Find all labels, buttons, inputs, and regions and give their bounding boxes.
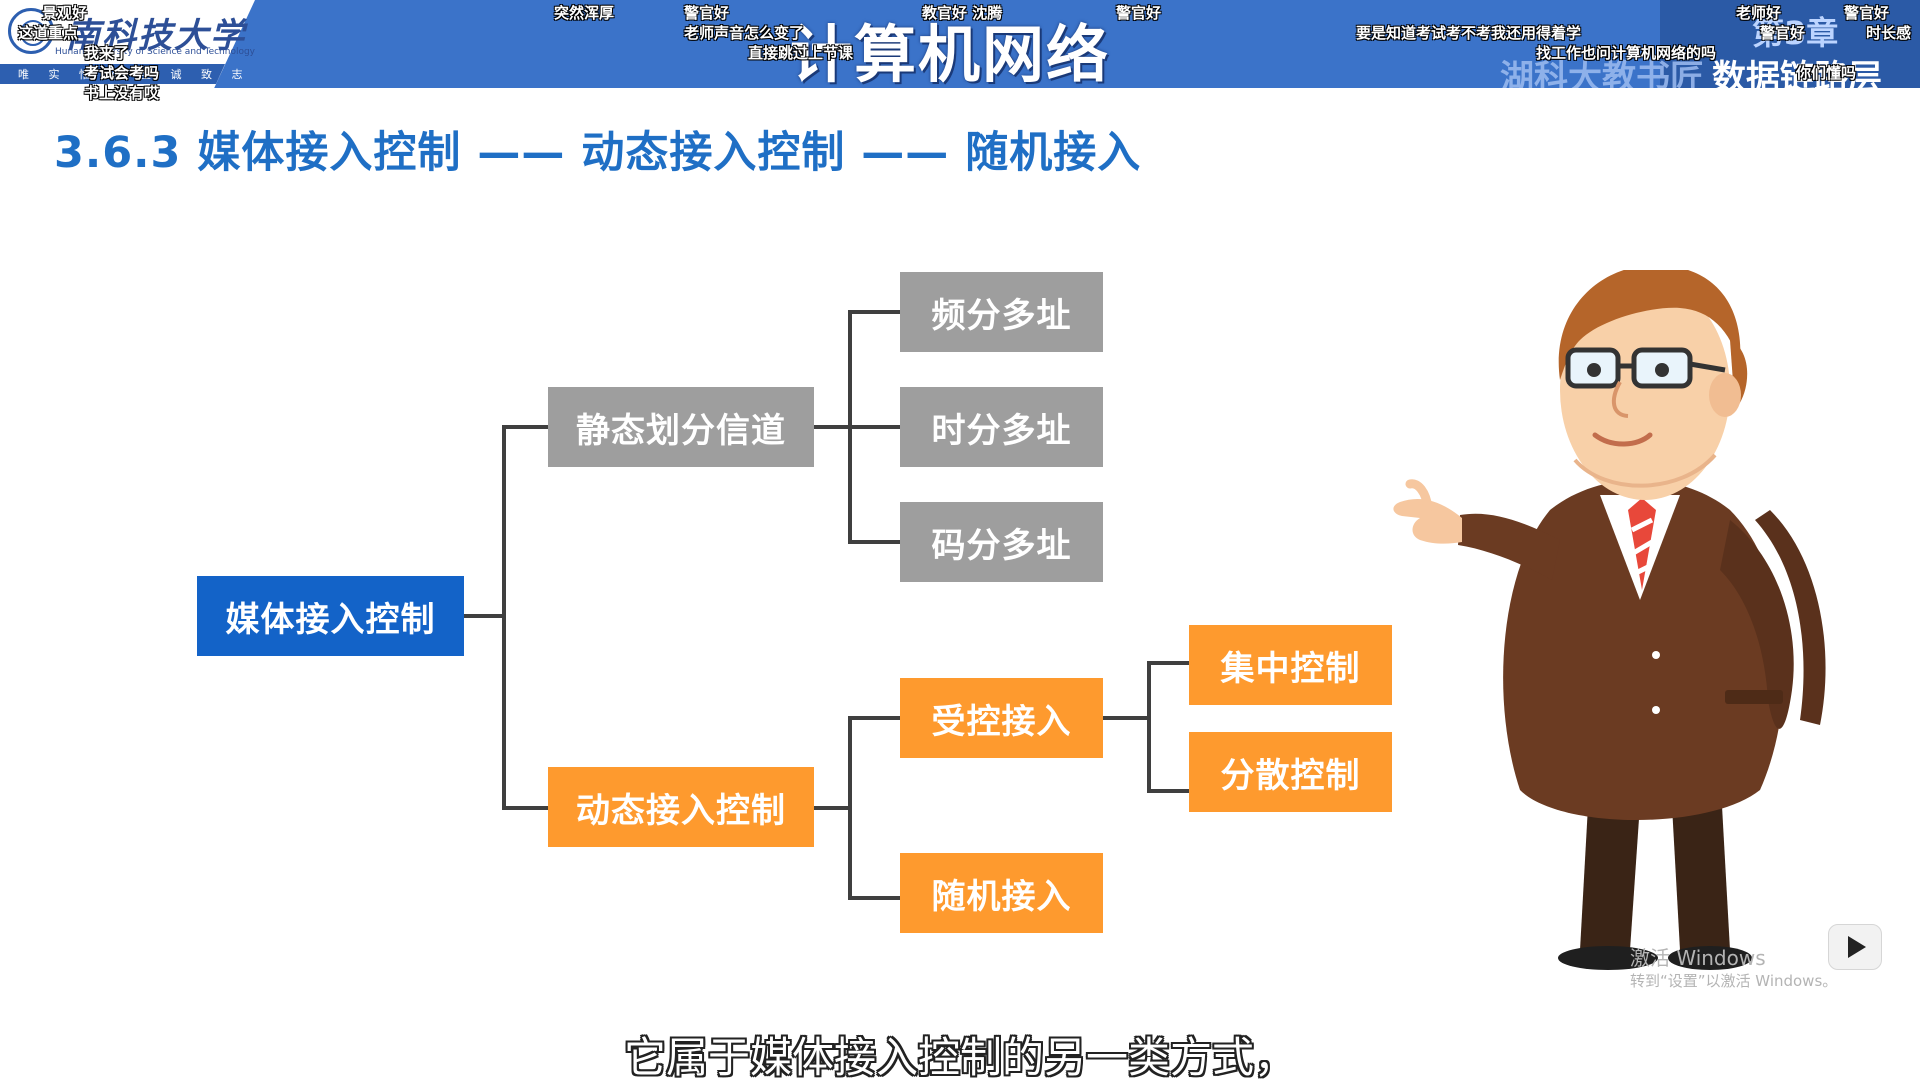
logo-stripe (0, 64, 225, 84)
course-title: 计算机网络 (790, 18, 1111, 88)
play-button[interactable] (1828, 924, 1882, 970)
connector-line (464, 614, 504, 618)
connector-line (1147, 661, 1189, 665)
connector-line (848, 716, 852, 900)
danmaku-comment: 书上没有哎 (84, 84, 160, 102)
university-seal-icon (8, 8, 54, 54)
video-subtitle: 它属于媒体接入控制的另一类方式， (623, 1033, 1296, 1082)
tree-node-cdma: 码分多址 (900, 502, 1103, 582)
university-motto: 唯 实 惟 新 至 诚 致 志 (18, 68, 251, 81)
tree-node-root: 媒体接入控制 (197, 576, 464, 656)
danmaku-comment: 这道重点 (18, 24, 79, 42)
danmaku-comment: 要是知道考试考不考我还用得着学 (1356, 24, 1582, 42)
channel-label: 湖科大教书匠 (1500, 58, 1704, 88)
connector-line (848, 425, 900, 429)
tree-node-controlled-access: 受控接入 (900, 678, 1103, 758)
danmaku-comment: 你们懂吗 (1796, 64, 1857, 82)
danmaku-comment: 景观好 (42, 4, 88, 22)
tree-node-static-channel: 静态划分信道 (548, 387, 814, 467)
connector-line (1147, 789, 1189, 793)
university-name-en: Hunan University of Science and Technolo… (55, 47, 256, 57)
danmaku-comment: 老师声音怎么变了 (684, 24, 805, 42)
connector-line (1103, 716, 1151, 720)
windows-activation-subtitle: 转到“设置”以激活 Windows。 (1630, 972, 1838, 990)
connector-line (848, 896, 900, 900)
windows-activation-title: 激活 Windows (1630, 946, 1766, 970)
slide-heading: 3.6.3 媒体接入控制 —— 动态接入控制 —— 随机接入 (54, 128, 1142, 178)
header-right-panel (1660, 0, 1920, 88)
connector-line (1147, 661, 1151, 793)
danmaku-comment: 突然浑厚 (554, 4, 615, 22)
tree-node-fdma: 频分多址 (900, 272, 1103, 352)
tree-node-random-access: 随机接入 (900, 853, 1103, 933)
danmaku-comment: 教官好 沈腾 (922, 4, 1003, 22)
connector-line (502, 425, 548, 429)
header-banner: 南科技大学 Hunan University of Science and Te… (0, 0, 1920, 88)
chapter-badge: 第3章 (1752, 14, 1839, 52)
danmaku-comment: 时长感 (1866, 24, 1912, 42)
connector-line (814, 425, 852, 429)
connector-line (848, 310, 900, 314)
connector-line (848, 716, 900, 720)
presenter-illustration (1393, 270, 1826, 970)
danmaku-comment: 找工作也问计算机网络的吗 (1536, 44, 1717, 62)
connector-line (502, 806, 548, 810)
danmaku-comment: 警官好 (1844, 4, 1890, 22)
danmaku-comment: 警官好 (684, 4, 730, 22)
danmaku-comment: 考试会考吗 (84, 64, 160, 82)
connector-line (502, 425, 506, 810)
danmaku-comment: 警官好 (1116, 4, 1162, 22)
danmaku-comment: 警官好 (1760, 24, 1806, 42)
danmaku-comment: 直接跳过上节课 (748, 44, 854, 62)
tree-node-centralized-control: 集中控制 (1189, 625, 1392, 705)
connector-line (814, 806, 852, 810)
tree-node-distributed-control: 分散控制 (1189, 732, 1392, 812)
connector-line (848, 540, 900, 544)
tree-node-dynamic-access: 动态接入控制 (548, 767, 814, 847)
chapter-name: 数据链路层 (1712, 58, 1882, 88)
danmaku-comment: 老师好 (1736, 4, 1782, 22)
play-icon (1848, 936, 1866, 958)
danmaku-comment: 我来了 (84, 44, 130, 62)
university-name-cn: 南科技大学 (66, 16, 246, 56)
tree-node-tdma: 时分多址 (900, 387, 1103, 467)
